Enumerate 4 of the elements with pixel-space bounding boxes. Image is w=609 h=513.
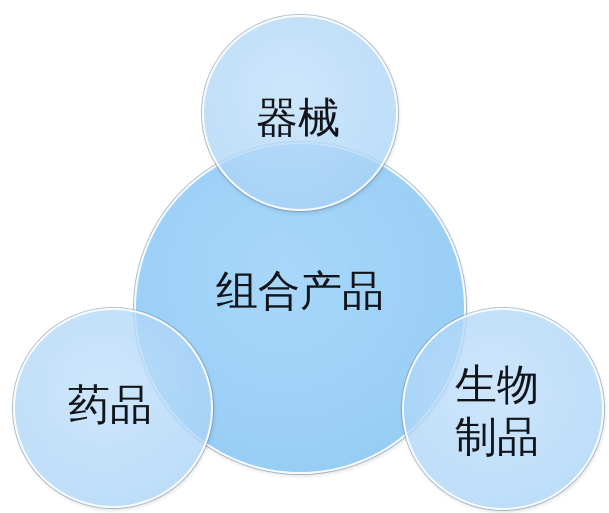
circle-label: 生物制品 (454, 362, 540, 463)
circle-label: 组合产品 (216, 268, 384, 317)
circle-label: 器械 (256, 94, 340, 144)
circle-label: 药品 (68, 382, 152, 431)
